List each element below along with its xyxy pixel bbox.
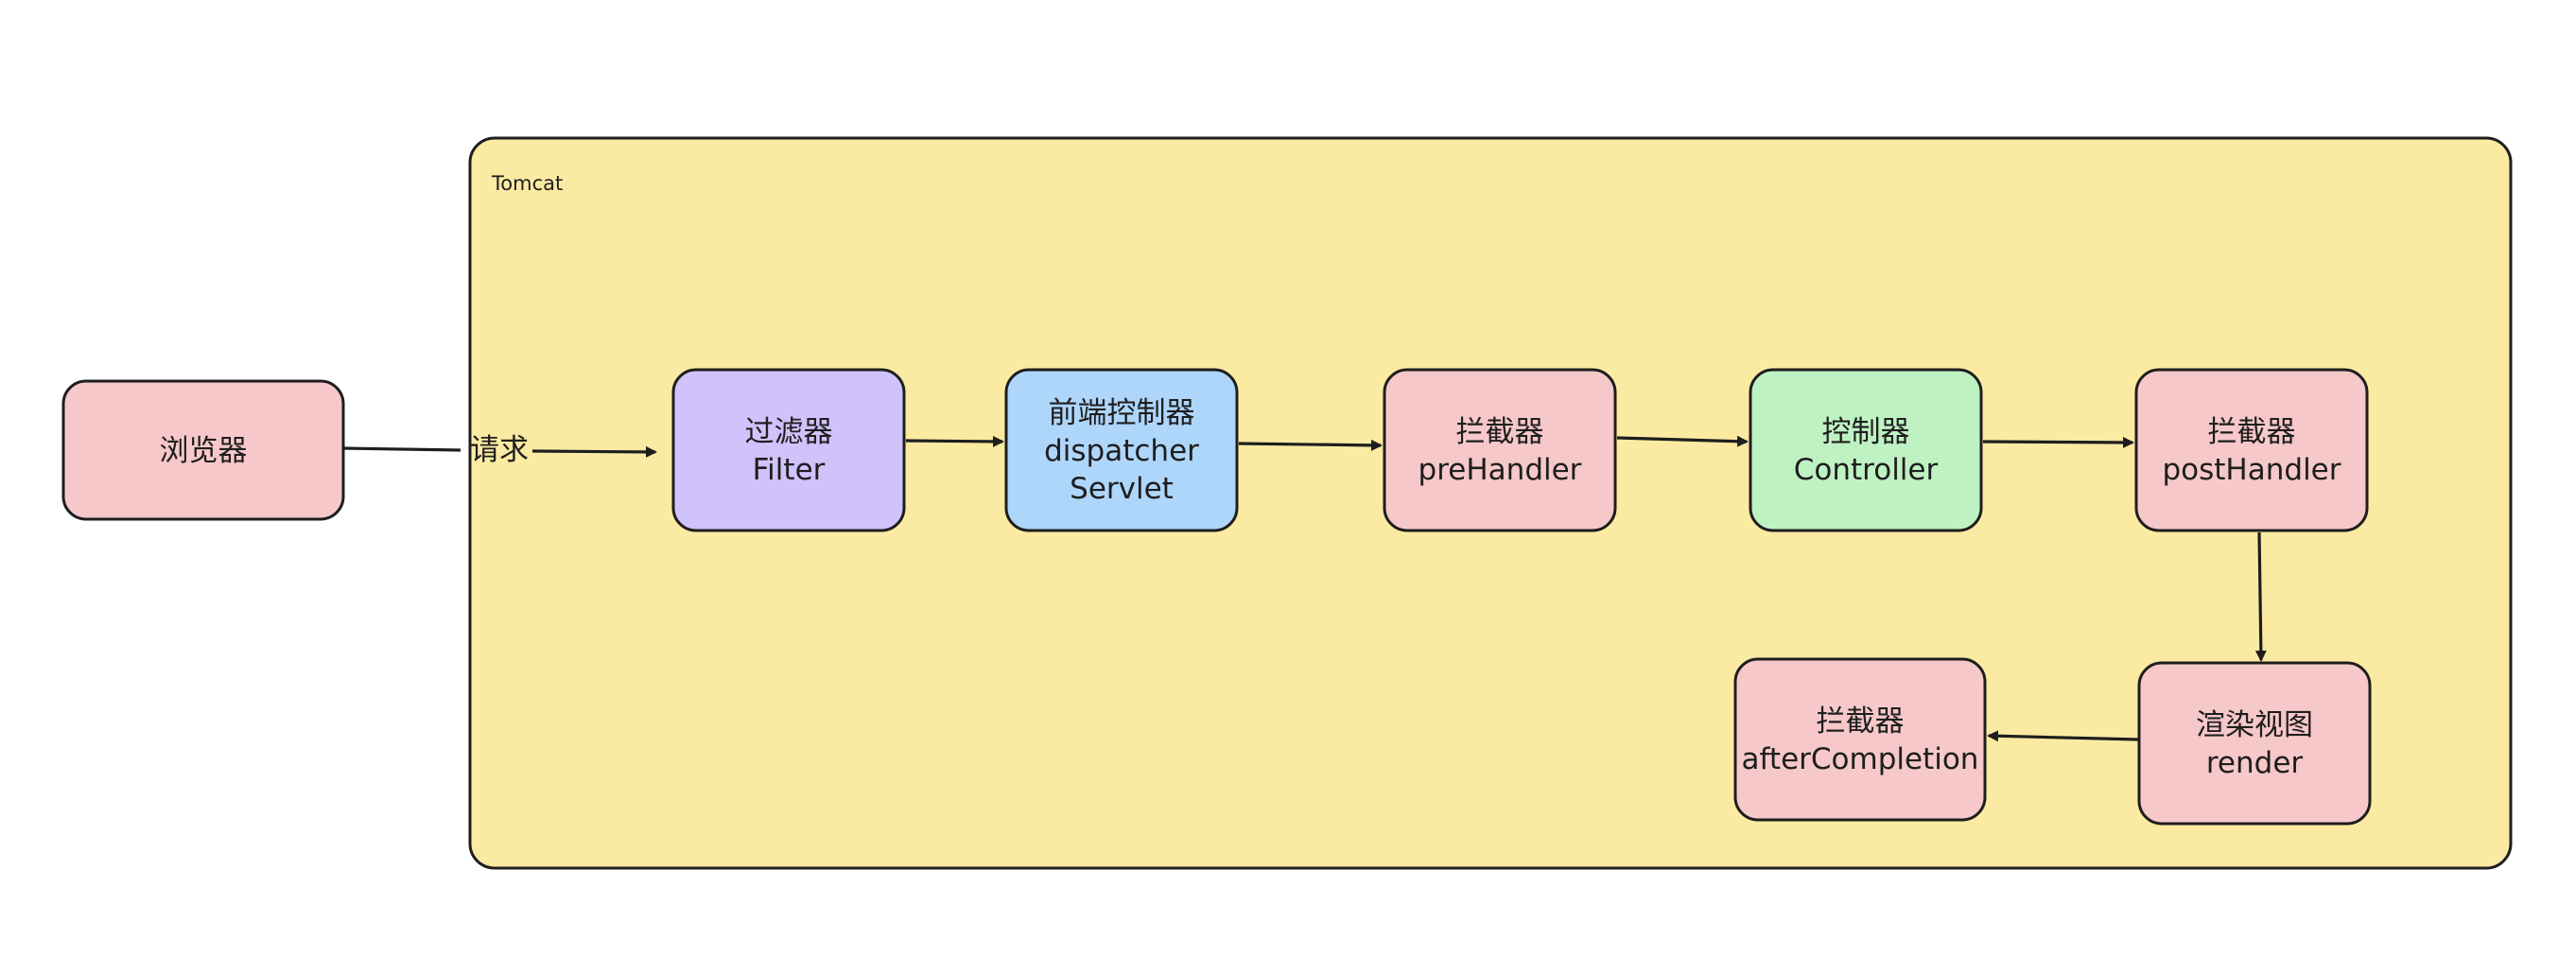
node-dispatcher-label-0: 前端控制器: [1049, 396, 1195, 430]
node-filter-box: [671, 368, 906, 532]
edges: 请求: [342, 433, 2267, 742]
edge-arrow: [2254, 531, 2267, 662]
edge-arrow: [1238, 439, 1383, 451]
node-browser: 浏览器: [61, 379, 345, 521]
edge-pre-to-controller: [1616, 435, 1749, 447]
edge-filter-to-dispatcher: [905, 435, 1004, 447]
node-after-label-1: afterCompletion: [1742, 742, 1979, 776]
edge-arrow: [1982, 436, 2134, 448]
edge-arrow: [905, 435, 1004, 447]
node-pre-label-0: 拦截器: [1456, 415, 1544, 449]
node-controller-box: [1749, 368, 1983, 532]
edge-label: 请求: [470, 433, 529, 467]
container-label: Tomcat: [491, 172, 563, 195]
node-filter-label-0: 过滤器: [745, 415, 833, 449]
node-browser-box: [61, 379, 345, 521]
node-dispatcher-label-2: Servlet: [1070, 472, 1174, 506]
node-pre-box: [1383, 368, 1617, 532]
node-controller-label-0: 控制器: [1822, 415, 1910, 449]
edge-arrow: [1616, 435, 1749, 447]
node-pre-label-1: preHandler: [1419, 453, 1582, 487]
edge-controller-to-post: [1982, 436, 2134, 448]
node-controller: 控制器 Controller: [1749, 368, 1983, 532]
node-post-label-1: postHandler: [2162, 453, 2341, 487]
node-post-label-0: 拦截器: [2208, 415, 2296, 449]
node-render-box: [2137, 661, 2372, 826]
node-after-label-0: 拦截器: [1817, 705, 1905, 739]
edge-arrow: [531, 445, 657, 458]
node-render: 渲染视图 render: [2137, 661, 2372, 826]
node-render-label-0: 渲染视图: [2196, 708, 2313, 742]
node-after-box: [1733, 657, 1987, 822]
node-post: 拦截器 postHandler: [2134, 368, 2369, 532]
edge-dispatcher-to-pre: [1238, 439, 1383, 451]
edge-segment: [342, 446, 461, 452]
node-dispatcher-label-1: dispatcher: [1044, 434, 1199, 468]
node-pre: 拦截器 preHandler: [1383, 368, 1617, 532]
edge-browser-to-filter: 请求: [342, 433, 657, 467]
edge-render-to-after: [1987, 730, 2139, 742]
node-post-box: [2134, 368, 2369, 532]
node-filter-label-1: Filter: [753, 453, 826, 487]
node-dispatcher-box: [1004, 368, 1239, 532]
node-browser-label-0: 浏览器: [160, 434, 248, 468]
edge-post-to-render: [2254, 531, 2267, 662]
node-controller-label-1: Controller: [1794, 453, 1939, 487]
node-render-label-1: render: [2206, 746, 2304, 780]
node-filter: 过滤器 Filter: [671, 368, 906, 532]
edge-arrow: [1987, 730, 2139, 742]
